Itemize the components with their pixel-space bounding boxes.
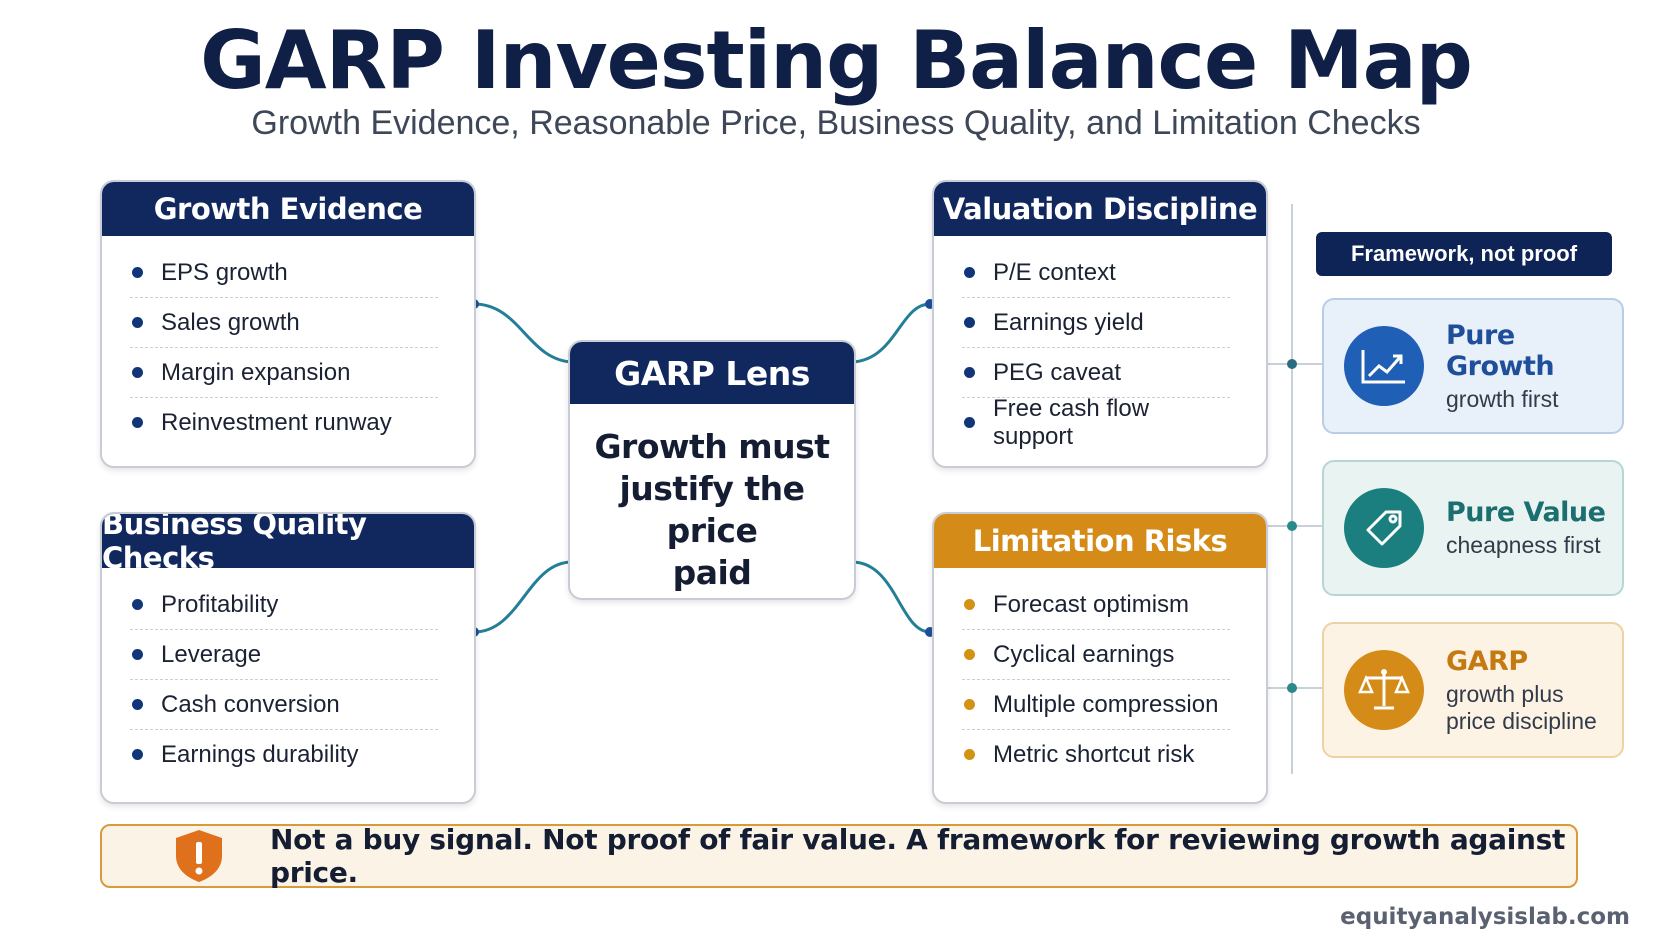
valuation-discipline-card: Valuation Discipline P/E context Earning… — [932, 180, 1268, 468]
list-item: Margin expansion — [130, 348, 438, 398]
bullet-icon — [132, 417, 143, 428]
bullet-icon — [964, 317, 975, 328]
list-item: Cash conversion — [130, 680, 438, 730]
bullet-icon — [964, 749, 975, 760]
bullet-icon — [132, 317, 143, 328]
disclaimer-banner: Not a buy signal. Not proof of fair valu… — [100, 823, 1578, 889]
pure-value-title: Pure Value — [1446, 497, 1606, 528]
list-item: Metric shortcut risk — [962, 730, 1230, 779]
list-item: P/E context — [962, 248, 1230, 298]
pure-growth-title: Pure Growth — [1446, 319, 1555, 382]
list-item: Leverage — [130, 630, 438, 680]
list-item: Sales growth — [130, 298, 438, 348]
list-item: Reinvestment runway — [130, 398, 438, 447]
pure-value-desc: cheapness first — [1446, 532, 1601, 558]
list-item: Profitability — [130, 580, 438, 630]
trend-up-icon — [1344, 326, 1424, 406]
page-title: GARP Investing Balance Map — [200, 14, 1473, 107]
bullet-icon — [132, 367, 143, 378]
page-subtitle: Growth Evidence, Reasonable Price, Busin… — [251, 104, 1421, 142]
bullet-icon — [132, 599, 143, 610]
growth-evidence-title: Growth Evidence — [102, 182, 474, 236]
garp-lens-card: GARP Lens Growth must justify the price … — [568, 340, 856, 600]
list-item: PEG caveat — [962, 348, 1230, 398]
list-item: Earnings durability — [130, 730, 438, 779]
disclaimer-text: Not a buy signal. Not proof of fair valu… — [270, 823, 1566, 889]
bullet-icon — [132, 649, 143, 660]
list-item: Earnings yield — [962, 298, 1230, 348]
warning-shield-icon — [176, 830, 222, 882]
garp-card: GARP growth plus price discipline — [1322, 622, 1624, 758]
limitation-risks-card: Limitation Risks Forecast optimism Cycli… — [932, 512, 1268, 804]
list-item: EPS growth — [130, 248, 438, 298]
pure-growth-card: Pure Growth growth first — [1322, 298, 1624, 434]
list-item: Forecast optimism — [962, 580, 1230, 630]
garp-desc: growth plus price discipline — [1446, 680, 1597, 734]
list-item: Free cash flow support — [962, 395, 1230, 450]
list-item: Cyclical earnings — [962, 630, 1230, 680]
pure-value-card: Pure Value cheapness first — [1322, 460, 1624, 596]
bullet-icon — [132, 749, 143, 760]
framework-pill: Framework, not proof — [1316, 232, 1612, 276]
garp-title: GARP — [1446, 645, 1528, 677]
bullet-icon — [132, 699, 143, 710]
business-quality-card: Business Quality Checks Profitability Le… — [100, 512, 476, 804]
price-tag-icon — [1344, 488, 1424, 568]
limitation-risks-title: Limitation Risks — [934, 514, 1266, 568]
garp-lens-statement: Growth must justify the price paid — [594, 427, 830, 592]
balance-scale-icon — [1344, 650, 1424, 730]
bullet-icon — [964, 367, 975, 378]
valuation-discipline-title: Valuation Discipline — [934, 182, 1266, 236]
garp-lens-title: GARP Lens — [570, 342, 854, 404]
pure-growth-desc: growth first — [1446, 385, 1559, 412]
bullet-icon — [132, 267, 143, 278]
footer-site[interactable]: equityanalysislab.com — [1340, 904, 1630, 930]
bullet-icon — [964, 649, 975, 660]
business-quality-title: Business Quality Checks — [102, 514, 474, 575]
bullet-icon — [964, 599, 975, 610]
list-item: Multiple compression — [962, 680, 1230, 730]
bullet-icon — [964, 699, 975, 710]
bullet-icon — [964, 267, 975, 278]
bullet-icon — [964, 417, 975, 428]
growth-evidence-card: Growth Evidence EPS growth Sales growth … — [100, 180, 476, 468]
